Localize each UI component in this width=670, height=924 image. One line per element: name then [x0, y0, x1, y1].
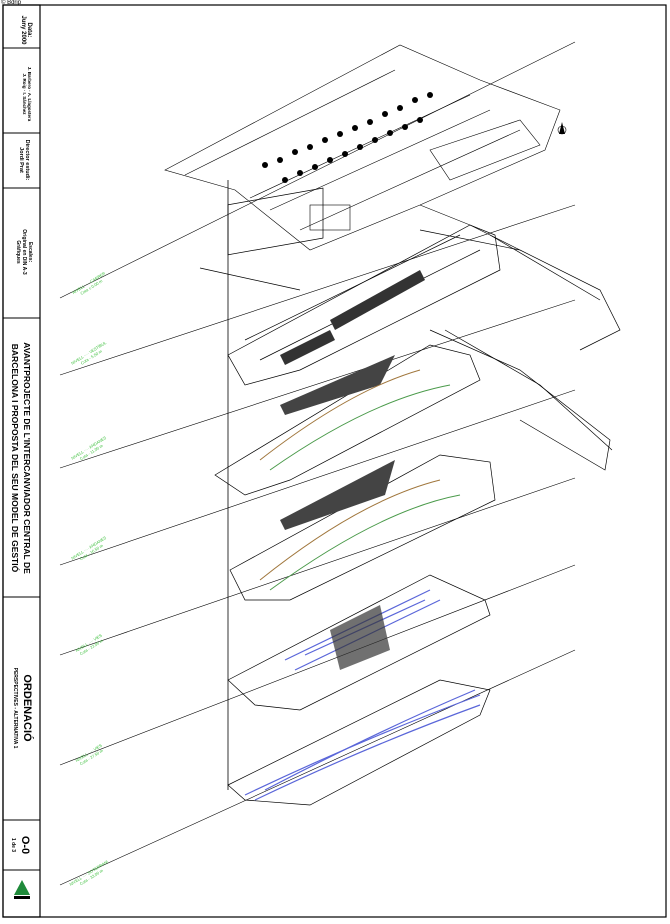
level-platforms-upper [214, 329, 613, 496]
sheet-frame [2, 4, 667, 918]
platform-tracks-upper [259, 369, 451, 471]
authors-cell: J. Barbero · A. Llagostera J. Roig · I. … [22, 66, 32, 122]
level-reference-lines [59, 41, 576, 886]
sheet-number: O-0 1 de 3 [10, 835, 31, 855]
level-tracks-lower [227, 679, 491, 806]
project-title: AVANTPROJECTE DE L'INTERCANVIADOR CENTRA… [10, 342, 32, 574]
drawing-title: ORDENACIÓ PERSPECTIVES - ALTERNATIVA 1 [12, 667, 33, 749]
platform-hatch-lower [280, 460, 395, 530]
date-cell: Data:Juny 2000 [20, 15, 32, 45]
director-cell: Director estudi:Jordi Prat [18, 139, 30, 181]
platform-hatch-upper [280, 355, 395, 415]
level-platforms-lower [229, 454, 496, 601]
street-trees [262, 92, 433, 183]
tracks-structure [330, 605, 390, 670]
north-arrow-icon [557, 122, 567, 135]
logo-icon [14, 880, 30, 899]
level-tracks-upper [227, 574, 491, 711]
platform-tracks-lower [259, 479, 461, 591]
tracks-blue-lower [244, 689, 481, 801]
corner-note: © Bdrip [1, 0, 22, 6]
title-block [2, 4, 41, 918]
vestibule-hatching [280, 270, 425, 365]
